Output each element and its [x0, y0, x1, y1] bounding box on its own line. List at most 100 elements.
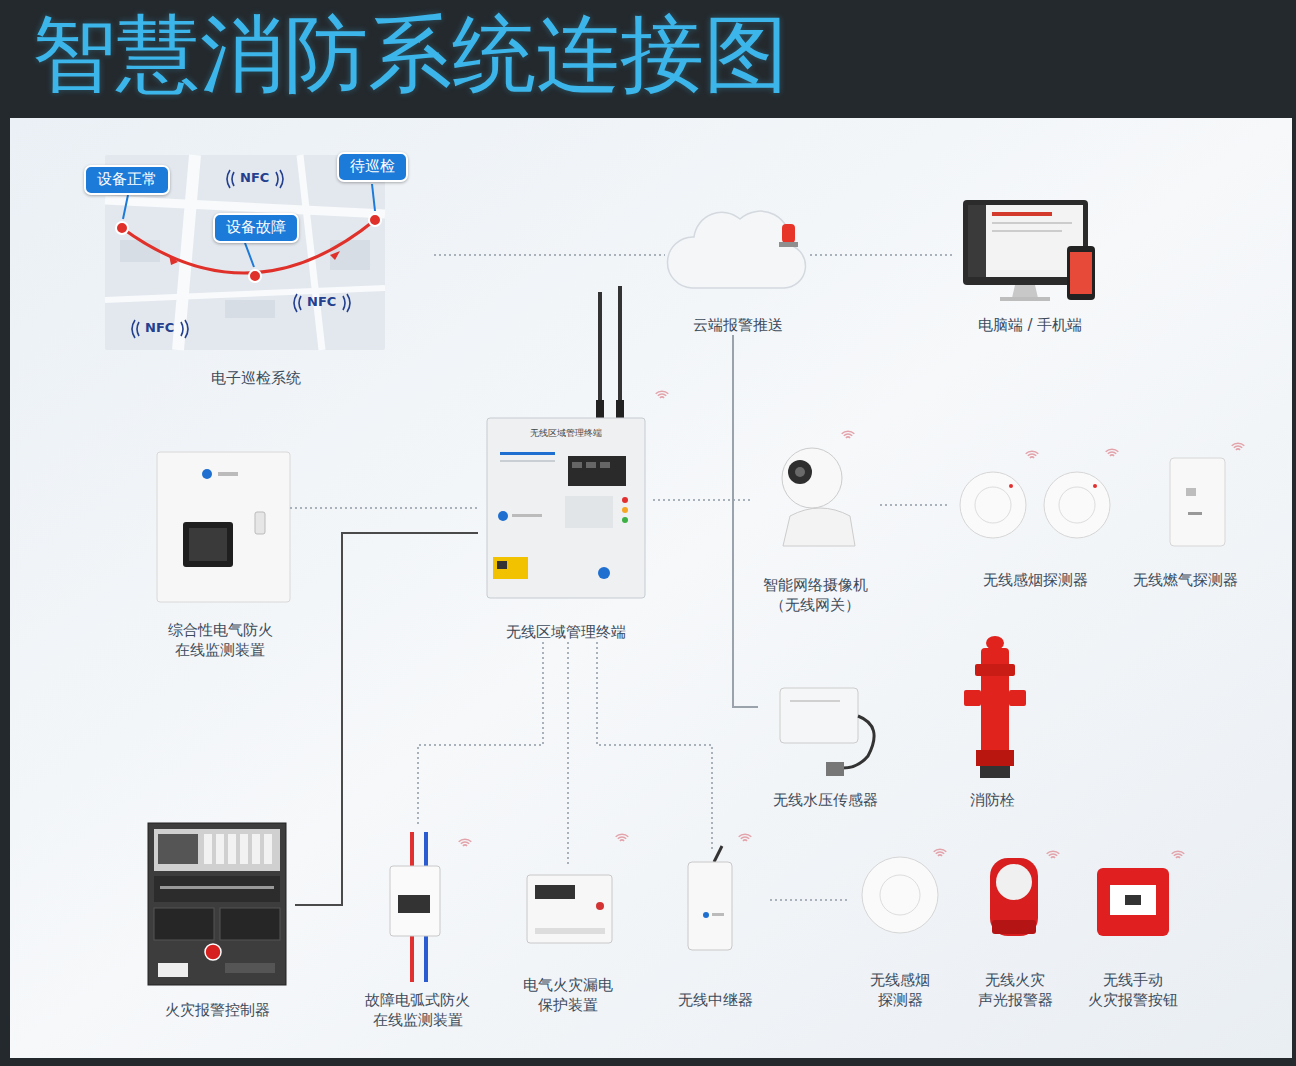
device-label: 火灾报警控制器	[165, 1000, 270, 1020]
device-label: 无线中继器	[678, 990, 753, 1010]
wireless-symbol	[1047, 851, 1060, 858]
arc-fault-device-icon	[390, 866, 440, 936]
connector	[770, 899, 850, 901]
nfc-waves	[294, 294, 297, 312]
map-illustration	[249, 270, 261, 282]
camera-icon	[788, 460, 812, 484]
wireless-symbol	[938, 854, 942, 856]
hydrant-icon	[975, 664, 1015, 676]
wireless-symbol	[1172, 851, 1185, 858]
computer-phone-icon	[968, 205, 986, 277]
device-label: 无线手动 火灾报警按钮	[1085, 970, 1180, 1011]
wireless-symbol	[842, 431, 855, 434]
arc-fault-device-icon	[424, 832, 428, 868]
device-label: 电气火灾漏电 保护装置	[520, 975, 615, 1016]
wireless-symbol	[1172, 851, 1185, 854]
water-pressure-sensor-icon	[843, 716, 874, 768]
wireless-symbol	[620, 839, 624, 841]
hydrant-icon	[1009, 690, 1026, 706]
cloud-icon	[667, 211, 805, 288]
sound-light-alarm-icon	[990, 858, 1038, 936]
device-node: 无线水压传感器	[758, 675, 893, 810]
map-illustration	[178, 155, 195, 350]
nfc-tag: NFC	[307, 294, 336, 309]
device-node: 火灾报警控制器	[140, 815, 295, 1020]
map-illustration	[372, 184, 375, 211]
terminal-device	[568, 456, 626, 486]
arc-fault-device-icon	[390, 832, 440, 982]
connector	[434, 254, 665, 256]
arc-fault-device-icon	[424, 935, 428, 982]
wireless-symbol	[1176, 856, 1180, 858]
fire-alarm-controller-icon	[220, 908, 280, 940]
leakage-protection-icon	[596, 902, 604, 910]
connector	[567, 642, 569, 865]
terminal-device	[616, 400, 624, 418]
fire-alarm-controller-icon	[158, 963, 188, 977]
wireless-symbol	[656, 391, 669, 398]
terminal-device	[498, 511, 508, 521]
electrical-monitor-panel	[189, 528, 227, 561]
nfc-tag: NFC	[240, 170, 269, 185]
callout-text: 设备正常	[97, 170, 157, 190]
manual-button-icon	[1110, 885, 1156, 915]
gas-detector-icon	[1186, 488, 1196, 496]
device-node: 无线区域管理终端	[478, 280, 653, 642]
smoke-detector-icon	[960, 472, 1026, 538]
wireless-symbol	[739, 834, 752, 837]
fire-alarm-controller-icon	[216, 834, 224, 864]
smoke-detector-icon	[1059, 487, 1095, 523]
wireless-symbol	[1051, 856, 1055, 858]
manual-button-icon	[1097, 868, 1169, 936]
arc-fault-device-icon	[398, 895, 430, 913]
device-label: 故障电弧式防火 在线监测装置	[363, 990, 473, 1031]
connector	[295, 533, 478, 905]
terminal-device	[500, 460, 555, 462]
wireless-symbol	[1232, 443, 1245, 450]
hydrant-icon	[964, 636, 1026, 778]
device-label: 无线感烟探测器	[983, 570, 1088, 590]
fire-alarm-controller-icon	[225, 963, 275, 973]
electrical-monitor-panel	[157, 452, 290, 602]
camera-icon	[795, 467, 805, 477]
map-illustration	[330, 240, 370, 270]
electrical-monitor-panel	[218, 472, 238, 476]
terminal-device	[598, 567, 610, 579]
device-node: 智能网络摄像机 （无线网关）	[750, 445, 880, 615]
device-node: 综合性电气防火 在线监测装置	[150, 445, 290, 660]
electrical-monitor-panel	[183, 522, 233, 567]
repeater-icon	[688, 862, 732, 950]
smoke-detector-icon	[862, 857, 938, 933]
device-node: 故障电弧式防火 在线监测装置	[350, 825, 485, 1030]
terminal-device	[497, 561, 507, 569]
computer-phone-icon	[968, 205, 1083, 277]
repeater-icon	[712, 913, 724, 916]
map-illustration	[120, 240, 160, 262]
map-illustration	[330, 251, 340, 260]
fire-alarm-controller-icon	[154, 876, 280, 902]
leakage-protection-icon	[527, 875, 612, 943]
device-node: 无线感烟探测器	[950, 455, 1120, 590]
map-illustration	[300, 155, 322, 350]
cloud-icon	[779, 242, 798, 247]
wireless-symbol	[1030, 456, 1034, 458]
cloud-icon	[782, 224, 795, 243]
wireless-symbol	[618, 837, 626, 839]
device-label: 智能网络摄像机 （无线网关）	[760, 575, 870, 616]
computer-phone-icon	[1012, 285, 1038, 298]
water-pressure-sensor-icon	[826, 762, 844, 776]
map-illustration	[123, 195, 128, 219]
hydrant-icon	[986, 636, 1004, 650]
nfc-waves	[232, 172, 234, 186]
wireless-symbol	[846, 436, 850, 438]
hydrant-icon	[980, 766, 1010, 778]
wireless-symbol	[741, 837, 749, 839]
device-label: 云端报警推送	[693, 315, 783, 335]
nfc-waves	[343, 296, 345, 310]
wireless-symbol	[1234, 446, 1242, 448]
wireless-symbol	[743, 839, 747, 841]
terminal-device	[618, 286, 622, 418]
connector	[290, 507, 478, 509]
wireless-symbol	[459, 839, 472, 846]
